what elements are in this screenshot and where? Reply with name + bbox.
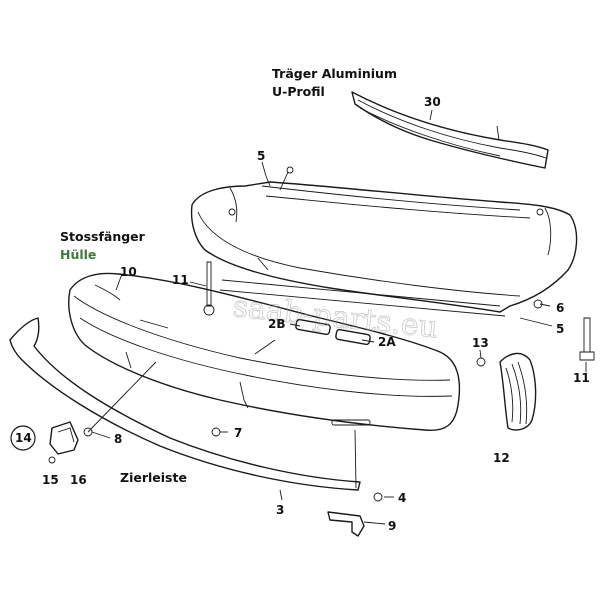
label-huelle: Hülle bbox=[60, 247, 96, 262]
part-9-bracket bbox=[327, 511, 365, 537]
callout-2a: 2A bbox=[378, 335, 396, 349]
label-stossfaenger: Stossfänger bbox=[60, 229, 146, 244]
callout-6: 6 bbox=[556, 301, 564, 315]
callout-10: 10 bbox=[120, 265, 137, 279]
callout-5-right: 5 bbox=[556, 322, 564, 336]
callout-15: 15 bbox=[42, 473, 59, 487]
callout-12: 12 bbox=[493, 451, 510, 465]
callout-16: 16 bbox=[70, 473, 87, 487]
callout-3: 3 bbox=[276, 503, 284, 517]
callout-2b: 2B bbox=[268, 317, 286, 331]
label-traeger-title: Träger Aluminium bbox=[272, 66, 397, 81]
part-bumper-cover bbox=[68, 272, 461, 432]
callout-14: 14 bbox=[15, 431, 32, 445]
callout-7: 7 bbox=[234, 426, 242, 440]
part-2-badges bbox=[295, 318, 371, 346]
fasteners bbox=[48, 166, 595, 502]
callout-30: 30 bbox=[424, 95, 441, 109]
label-zierleiste: Zierleiste bbox=[120, 470, 187, 485]
label-traeger-sub: U-Profil bbox=[272, 84, 325, 99]
callout-11-right: 11 bbox=[573, 371, 590, 385]
part-14-bracket bbox=[49, 421, 79, 455]
callout-14-circle bbox=[10, 425, 36, 451]
callout-9: 9 bbox=[388, 519, 396, 533]
part-30-aluminium-carrier bbox=[351, 91, 549, 169]
section-labels: Träger Aluminium U-Profil Stossfänger Hü… bbox=[60, 66, 397, 485]
part-3-trim-strip bbox=[9, 317, 361, 491]
part-numbers: 30 5 10 11 2B 2A 6 5 13 11 7 8 14 15 16 … bbox=[10, 95, 590, 533]
callout-4: 4 bbox=[398, 491, 406, 505]
part-upper-bumper-shell bbox=[190, 181, 578, 317]
callout-5-top: 5 bbox=[257, 149, 265, 163]
leader-lines bbox=[87, 109, 587, 525]
callout-11-left: 11 bbox=[172, 273, 189, 287]
callout-13: 13 bbox=[472, 336, 489, 350]
part-12-side-grille bbox=[499, 352, 537, 431]
callout-8: 8 bbox=[114, 432, 122, 446]
